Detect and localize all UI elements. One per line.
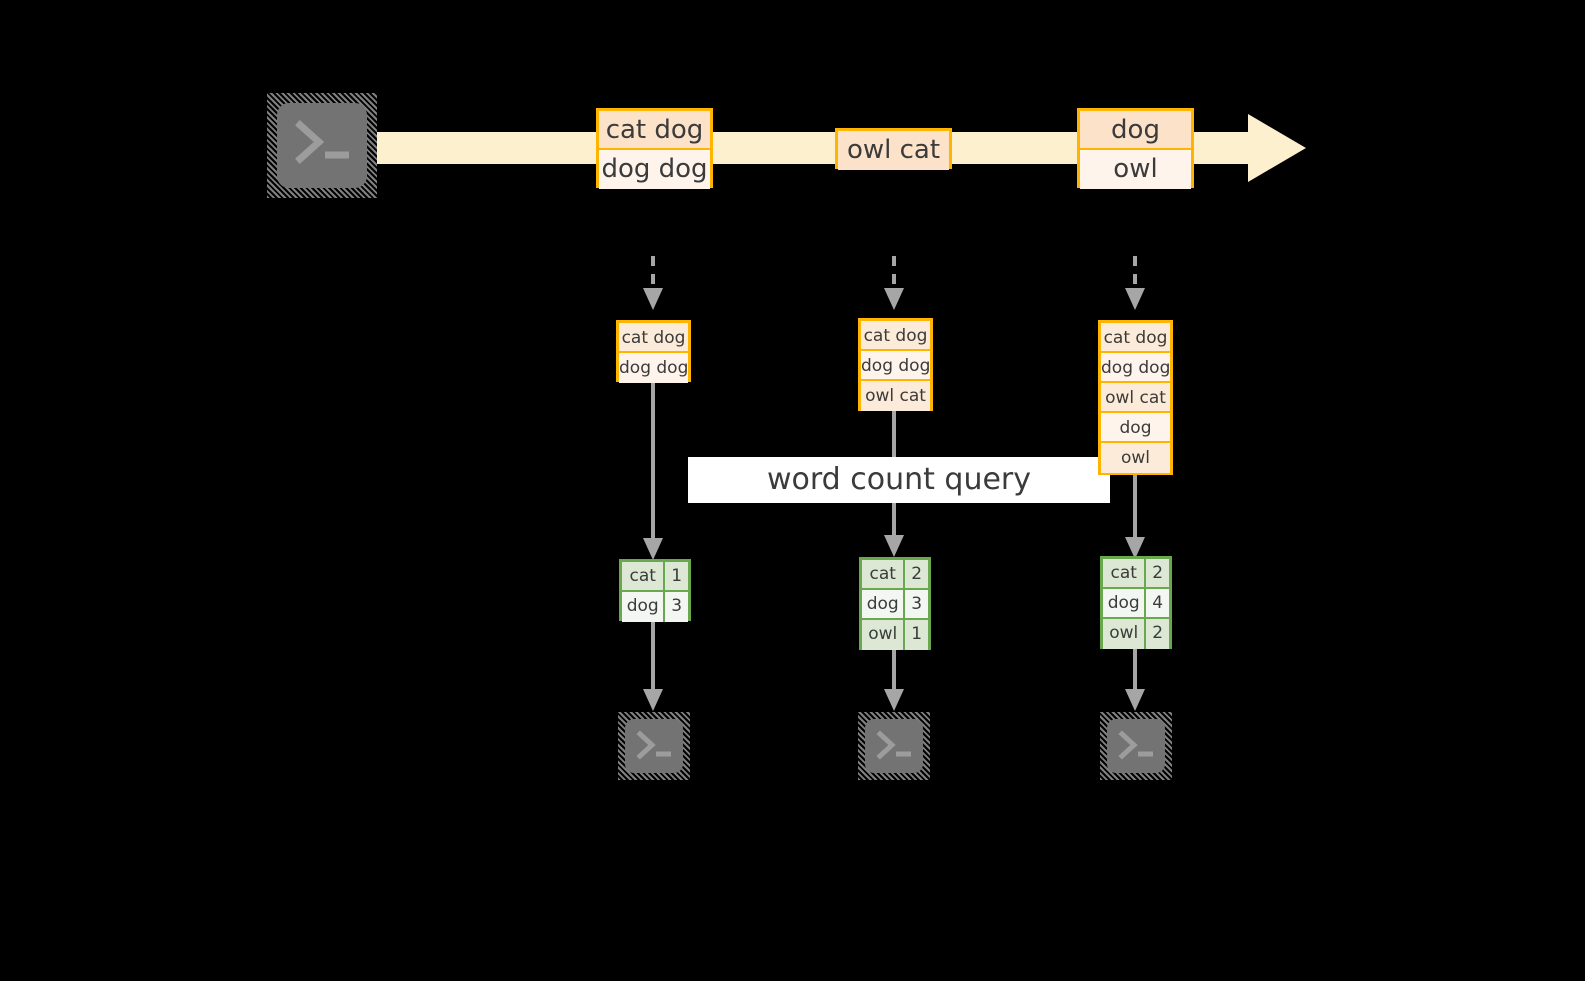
snapshot-2-accumulated-stack: cat dog dog dog owl cat [858,318,933,411]
result-count: 1 [905,620,928,650]
table-row: cat 2 [1103,559,1169,589]
result-word: dog [622,592,666,622]
result-count: 2 [1146,619,1169,649]
stack-row: cat dog [619,323,688,353]
stream-message-3: dog owl [1077,108,1194,189]
stack-row: cat dog [861,321,930,351]
stream-message-1-row-1: cat dog [599,111,710,150]
table-row: cat 1 [622,562,688,592]
stream-message-3-row-1: dog [1080,111,1191,150]
stream-message-2: owl cat [835,128,952,170]
result-word: owl [1103,619,1147,649]
result-word: dog [862,590,906,618]
result-count: 3 [905,590,928,618]
terminal-prompt-glyph [636,730,671,760]
table-row: owl 1 [862,620,928,650]
snapshot-1-accumulated-stack: cat dog dog dog [616,320,691,383]
snapshot-3-query-arrow-icon [1125,475,1145,559]
result-word: owl [862,620,906,650]
stack-row: owl cat [1101,383,1170,413]
table-row: dog 3 [622,592,688,622]
table-row: cat 2 [862,560,928,590]
snapshot-1-sink-arrow-icon [643,621,663,711]
snapshot-3-sink-arrow-icon [1125,649,1145,711]
terminal-prompt-glyph [295,120,349,164]
snapshot-1-sink-terminal-icon [618,712,690,780]
result-word: cat [862,560,906,588]
result-count: 2 [905,560,928,588]
result-count: 2 [1146,559,1169,587]
snapshot-2-inbound-dashed-arrow-icon [884,256,904,310]
snapshot-1-result-table: cat 1 dog 3 [619,559,691,622]
table-row: dog 4 [1103,589,1169,619]
result-count: 3 [665,592,688,622]
stack-row: cat dog [1101,323,1170,353]
snapshot-3-result-table: cat 2 dog 4 owl 2 [1100,556,1172,649]
snapshot-3-accumulated-stack: cat dog dog dog owl cat dog owl [1098,320,1173,475]
snapshot-2-result-table: cat 2 dog 3 owl 1 [859,557,931,650]
stack-row: dog [1101,413,1170,443]
terminal-prompt-glyph [876,730,911,760]
result-count: 1 [665,562,688,590]
terminal-body [277,103,367,188]
stack-row: dog dog [619,353,688,383]
query-banner: word count query [688,457,1110,503]
query-banner-label: word count query [766,462,1032,497]
result-word: cat [622,562,666,590]
table-row: dog 3 [862,590,928,620]
snapshot-1-inbound-dashed-arrow-icon [643,256,663,310]
stream-message-1-row-2: dog dog [599,150,710,189]
terminal-prompt-glyph [1118,730,1153,760]
result-word: dog [1103,589,1147,617]
stack-row: owl [1101,443,1170,473]
table-row: owl 2 [1103,619,1169,649]
stack-row: owl cat [861,381,930,411]
snapshot-2-sink-arrow-icon [884,650,904,711]
snapshot-3-sink-terminal-icon [1100,712,1172,780]
stack-row: dog dog [1101,353,1170,383]
stream-message-3-row-2: owl [1080,150,1191,189]
result-word: cat [1103,559,1147,587]
stream-message-1: cat dog dog dog [596,108,713,189]
snapshot-3-inbound-dashed-arrow-icon [1125,256,1145,310]
result-count: 4 [1146,589,1169,617]
snapshot-2-sink-terminal-icon [858,712,930,780]
snapshot-1-query-arrow-icon [643,382,663,560]
source-terminal-icon [267,93,377,198]
stack-row: dog dog [861,351,930,381]
stream-message-2-row-1: owl cat [838,131,949,170]
